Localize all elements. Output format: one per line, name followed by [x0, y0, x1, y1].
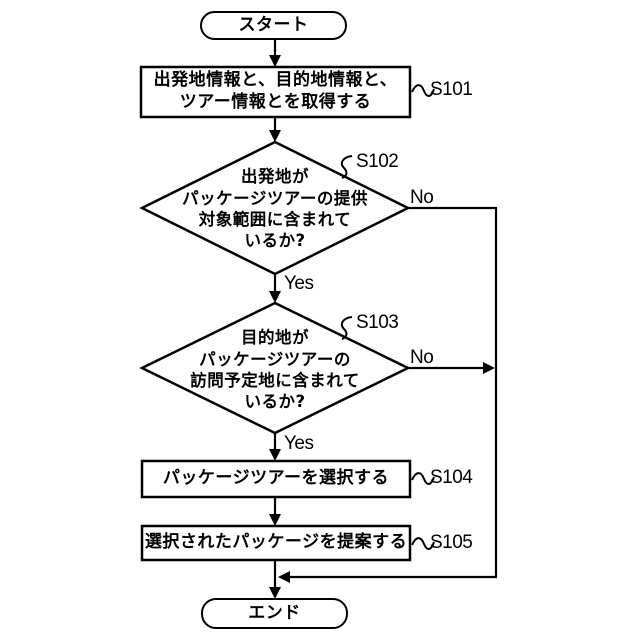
arrowhead-into-s104: [269, 449, 281, 461]
process-s104-text: パッケージツアーを選択する: [162, 468, 390, 489]
connector-s102-no-return: [289, 206, 498, 579]
step-label-s103: S103: [356, 312, 399, 333]
squiggle-s102: [340, 155, 353, 179]
decision-s103-shape: [139, 301, 411, 435]
process-s104-shape: [140, 459, 412, 499]
step-label-s105: S105: [430, 532, 473, 553]
process-s101-text: 出発地情報と、目的地情報と、 ツアー情報とを取得する: [153, 70, 398, 112]
branch-label-s102-yes: Yes: [284, 273, 314, 294]
process-s101-shape: [139, 65, 412, 119]
arrowhead-into-s102: [269, 130, 281, 142]
arrowhead-s103-no-merge: [483, 362, 495, 374]
branch-label-s103-yes: Yes: [284, 433, 314, 454]
decision-s102-text: 出発地が パッケージツアーの提供 対象範囲に含まれて いるか?: [182, 167, 368, 251]
process-s105-text: 選択されたパッケージを提案する: [144, 532, 408, 553]
end-terminal-label: エンド: [248, 602, 301, 623]
process-s105-shape: [140, 524, 412, 562]
step-label-s102: S102: [356, 151, 399, 172]
arrowhead-into-s103: [269, 291, 281, 303]
arrowhead-into-s105: [269, 514, 281, 526]
decision-s103-text: 目的地が パッケージツアーの 訪問予定地に含まれて いるか?: [190, 328, 360, 412]
branch-label-s103-no: No: [410, 347, 434, 368]
start-terminal-label: スタート: [238, 14, 309, 35]
arrowhead-return-merge: [278, 571, 290, 583]
decision-s102-shape: [139, 140, 411, 276]
end-terminal-shape: [201, 598, 348, 629]
step-label-s104: S104: [430, 467, 473, 488]
step-label-s101: S101: [430, 79, 473, 100]
arrowhead-into-s101: [269, 55, 281, 67]
branch-label-s102-no: No: [410, 187, 434, 208]
squiggle-s101: [411, 84, 435, 97]
squiggle-s105: [411, 537, 435, 550]
squiggle-s104: [411, 472, 435, 485]
start-terminal-shape: [200, 11, 347, 40]
arrowhead-into-end: [269, 587, 281, 599]
squiggle-s103: [340, 316, 353, 340]
